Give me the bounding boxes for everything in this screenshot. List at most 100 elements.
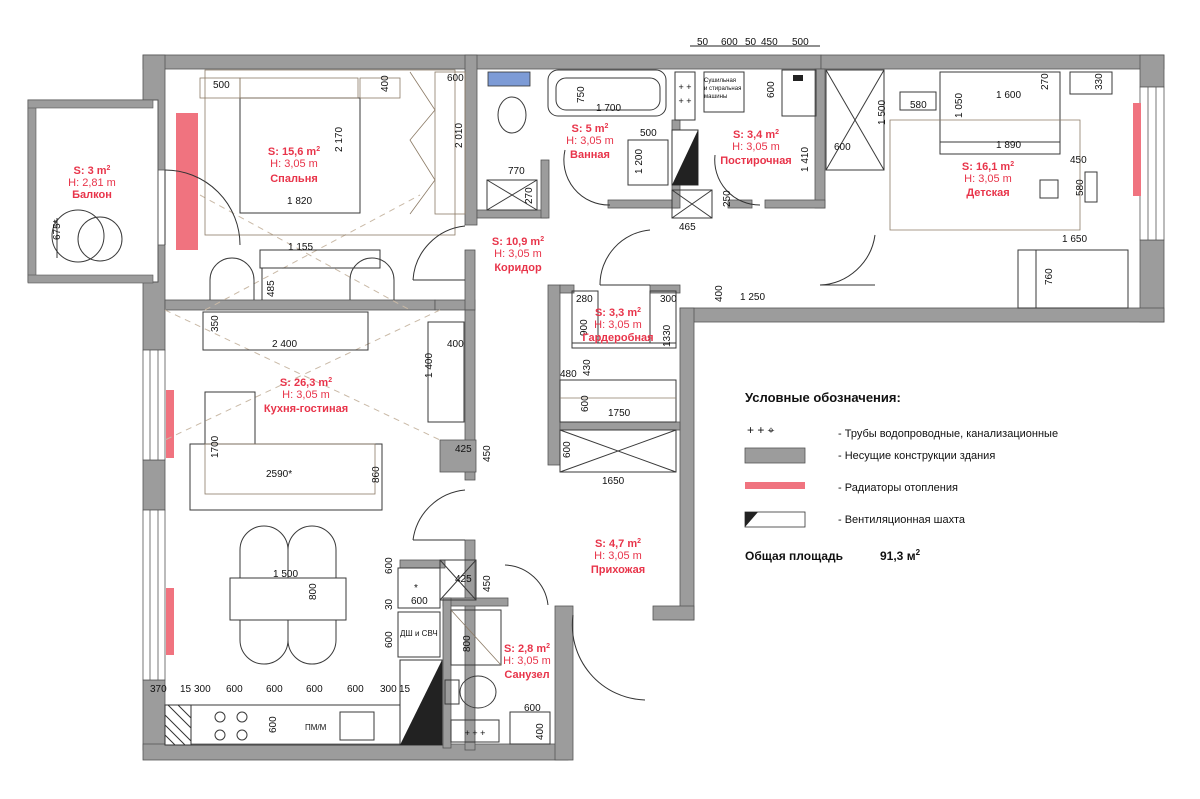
dim-laundry-machine-2: и стиральная	[704, 86, 741, 92]
svg-text:H: 3,05 m: H: 3,05 m	[732, 141, 780, 153]
dim-kit-b-15b: 15	[399, 684, 411, 695]
dim-wc-400: 400	[535, 723, 546, 740]
svg-text:H: 3,05 m: H: 3,05 m	[594, 319, 642, 331]
hall-wc-fixtures: + + +	[439, 559, 551, 745]
dim-kids-1050: 1 050	[954, 93, 965, 118]
svg-text:H: 3,05 m: H: 3,05 m	[503, 655, 551, 667]
dim-kit-b-300b: 300	[380, 684, 397, 695]
room-label-wardrobe: S: 3,3 m2 H: 3,05 m Гардеробная	[582, 307, 653, 344]
dim-kids-1650: 1 650	[1062, 234, 1087, 245]
dim-bath-770: 770	[508, 166, 525, 177]
kids-furniture	[825, 69, 1129, 309]
svg-text:+ + ⌖: + + ⌖	[747, 423, 775, 437]
hall-star: *	[414, 583, 418, 594]
svg-text:Коридор: Коридор	[494, 262, 542, 274]
dim-kids-760: 760	[1044, 268, 1055, 285]
dim-ward-900: 900	[579, 319, 590, 336]
doors	[164, 149, 876, 701]
svg-text:Детская: Детская	[966, 187, 1009, 199]
svg-text:Постирочная: Постирочная	[720, 155, 791, 167]
wardrobe-furniture	[559, 290, 677, 473]
legend-walls-icon	[744, 447, 806, 464]
room-label-corridor: S: 10,9 m2 H: 3,05 m Коридор	[492, 236, 544, 274]
svg-text:S: 3 m2: S: 3 m2	[74, 165, 111, 177]
dimension-labels: 50 600 50 450 500 675* 500 400 2 170 1 8…	[52, 37, 1105, 740]
dim-ward-1650: 1650	[602, 476, 625, 487]
dim-cor-400: 400	[714, 285, 725, 302]
svg-text:+ +: + +	[678, 96, 691, 106]
svg-text:S: 5 m2: S: 5 m2	[572, 123, 609, 135]
dim-laundry-machine-1: Сушильная	[704, 78, 736, 84]
dim-kids-1600: 1 600	[996, 90, 1021, 101]
dim-kids-330: 330	[1094, 73, 1105, 90]
dim-bed-1155: 1 155	[288, 242, 313, 253]
dim-bed-1820: 1 820	[287, 196, 312, 207]
legend-radiators-icon	[745, 482, 805, 489]
bedroom-furniture	[199, 69, 466, 300]
dim-hall-600a: 600	[384, 557, 395, 574]
room-label-wc: S: 2,8 m2 H: 3,05 m Санузел	[503, 643, 551, 681]
dim-bed-485: 485	[266, 280, 277, 297]
dim-ward-600: 600	[580, 395, 591, 412]
dim-hall-600c: 600	[411, 596, 428, 607]
total-area-label: Общая площадь	[745, 549, 843, 563]
dim-kids-1890: 1 890	[996, 140, 1021, 151]
svg-text:+ + +: + + +	[465, 728, 486, 738]
dim-kit-2590: 2590*	[266, 469, 292, 480]
dim-laundry-600: 600	[766, 81, 777, 98]
svg-text:Санузел: Санузел	[504, 669, 549, 681]
legend: Условные обозначения: + + ⌖ - Трубы водо…	[744, 390, 1058, 563]
svg-text:H: 3,05 m: H: 3,05 m	[566, 135, 614, 147]
dim-laundry-1410: 1 410	[800, 147, 811, 172]
legend-item-pipes: - Трубы водопроводные, канализационные	[838, 428, 1058, 440]
balcony-structure	[27, 99, 159, 284]
dim-kids-450: 450	[1070, 155, 1087, 166]
room-label-bathroom: S: 5 m2 H: 3,05 m Ванная	[566, 123, 614, 161]
bathroom-fixtures: + + + +	[486, 69, 699, 211]
svg-text:S: 2,8 m2: S: 2,8 m2	[504, 643, 550, 655]
svg-text:Спальня: Спальня	[270, 173, 318, 185]
dim-kit-b-15a: 15	[180, 684, 192, 695]
dim-bed-500: 500	[213, 80, 230, 91]
dim-wc-600: 600	[524, 703, 541, 714]
room-labels: S: 3 m2 H: 2,81 m Балкон S: 15,6 m2 H: 3…	[68, 123, 1014, 681]
dim-balcony-675: 675*	[52, 219, 63, 240]
legend-pipes-icon: + + ⌖	[747, 423, 775, 437]
svg-text:S: 3,3 m2: S: 3,3 m2	[595, 307, 641, 319]
ceiling-lines	[164, 194, 441, 441]
dim-bed-600: 600	[447, 73, 464, 84]
svg-text:S: 26,3 m2: S: 26,3 m2	[280, 377, 332, 389]
total-area-value: 91,3 м2	[880, 548, 921, 563]
dim-bed-400: 400	[380, 75, 391, 92]
dim-kit-1400: 1 400	[424, 353, 435, 378]
dim-hall-600b: 600	[384, 631, 395, 648]
dim-bed-2010: 2 010	[454, 123, 465, 148]
dim-cor-1250: 1 250	[740, 292, 765, 303]
dim-ward-480: 480	[560, 369, 577, 380]
svg-text:Кухня-гостиная: Кухня-гостиная	[264, 403, 348, 415]
windows	[142, 86, 1165, 681]
svg-text:S: 16,1 m2: S: 16,1 m2	[962, 161, 1014, 173]
svg-text:H: 3,05 m: H: 3,05 m	[270, 158, 318, 170]
dim-kit-b-600c: 600	[306, 684, 323, 695]
hall-oven-label: ДШ и СВЧ	[400, 629, 438, 638]
svg-text:H: 3,05 m: H: 3,05 m	[282, 389, 330, 401]
dim-kit-b-600d: 600	[347, 684, 364, 695]
dim-ward-600b: 600	[562, 441, 573, 458]
legend-title: Условные обозначения:	[745, 390, 901, 405]
dim-kit-600v: 600	[268, 716, 279, 733]
svg-text:+ +: + +	[678, 82, 691, 92]
dim-ward-1750: 1750	[608, 408, 631, 419]
dim-laundry-250: 250	[722, 190, 733, 207]
dim-kids-270: 270	[1040, 73, 1051, 90]
room-label-hall: S: 4,7 m2 H: 3,05 m Прихожая	[591, 538, 645, 576]
legend-item-walls: - Несущие конструкции здания	[838, 450, 995, 462]
dim-bath-500: 500	[640, 128, 657, 139]
dim-kids-1500: 1 500	[877, 100, 888, 125]
dim-bath-270: 270	[524, 187, 535, 204]
svg-text:Балкон: Балкон	[72, 189, 112, 201]
svg-text:Гардеробная: Гардеробная	[582, 332, 653, 344]
dim-top-450: 450	[761, 37, 778, 48]
dim-kit-1700: 1700	[210, 435, 221, 458]
dim-ward-280: 280	[576, 294, 593, 305]
